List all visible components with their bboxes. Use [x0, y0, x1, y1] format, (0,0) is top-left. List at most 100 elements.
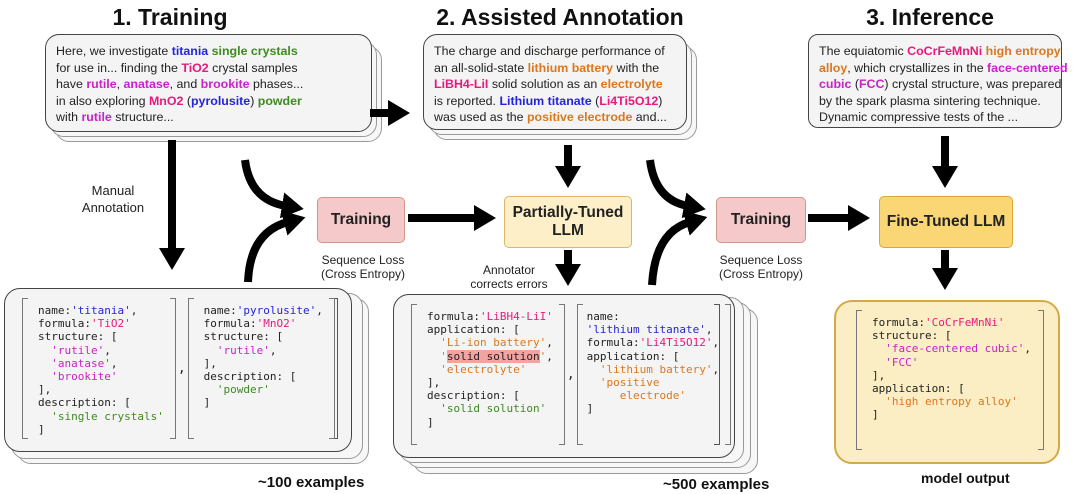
- text-line: have rutile, anatase, and brookite phase…: [56, 76, 303, 93]
- title-training: 1. Training: [112, 4, 228, 30]
- count-500-examples: ~500 examples: [663, 476, 770, 493]
- training-examples-box: name:'titania', formula: 'TiO2' structure: …: [4, 288, 352, 452]
- entity-highlight: TiO2: [181, 60, 209, 75]
- text-line: ]: [38, 423, 164, 436]
- entity-highlight: 'CoCrFeMnNi': [924, 316, 1005, 329]
- text-line: 'anatase',: [38, 357, 164, 370]
- text-segment: phases...: [249, 77, 304, 91]
- text-segment: ,: [130, 304, 138, 317]
- training-node-1: Training: [317, 197, 405, 243]
- text-segment: ],: [203, 356, 217, 370]
- entity-highlight: alloy: [819, 60, 848, 75]
- json-object: name:'pyrolusite',formula:'MnO2'structur…: [187, 298, 335, 439]
- text-segment: , and: [169, 77, 201, 91]
- json-object: name:'titania',formula:'TiO2'structure: …: [22, 298, 176, 439]
- text-line: by the spark plasma sintering technique.: [819, 93, 1068, 110]
- text-segment: description: [: [427, 389, 520, 403]
- text-line: 'solid solution': [427, 402, 553, 415]
- model-output-box: formula:'CoCrFeMnNi'structure: [ 'face-c…: [834, 300, 1060, 464]
- text-line: ]: [427, 416, 553, 429]
- text-line: The equiatomic CoCrFeMnNi high entropy: [819, 43, 1068, 60]
- text-line: description: [: [38, 396, 164, 409]
- entity-highlight: high entropy: [985, 44, 1061, 58]
- text-segment: ],: [427, 376, 441, 390]
- text-line: an all-solid-state lithium battery with …: [434, 60, 667, 77]
- sequence-loss-label-2: Sequence Loss (Cross Entropy): [718, 253, 804, 281]
- text-segment: ,: [316, 304, 323, 317]
- text-line: 'lithium titanate',: [587, 323, 719, 336]
- text-line: application: [: [587, 350, 719, 363]
- entity-highlight: single crystals: [211, 44, 298, 58]
- arrow-curve-examples-to-training: [244, 210, 306, 283]
- text-segment: formula:: [203, 317, 257, 331]
- entity-highlight: 'high entropy alloy': [872, 395, 1018, 409]
- text-segment: with: [56, 110, 82, 124]
- text-line: Dynamic compressive tests of the ...: [819, 109, 1068, 126]
- text-segment: ,: [705, 323, 713, 337]
- text-line: ],: [872, 369, 1032, 382]
- text-line: 'single crystals': [38, 410, 164, 423]
- text-segment: ]: [38, 422, 45, 436]
- text-line: ],: [38, 383, 164, 396]
- entity-highlight: rutile: [86, 77, 117, 91]
- text-line: name:'titania',: [38, 304, 164, 317]
- title-annotation: 2. Assisted Annotation: [436, 4, 684, 30]
- text-segment: ,: [546, 336, 553, 350]
- text-segment: name:: [38, 304, 72, 317]
- text-line: with rutile structure...: [56, 109, 303, 126]
- text-line: formula:'CoCrFeMnNi': [872, 316, 1032, 329]
- text-line: 'positive: [587, 376, 719, 389]
- text-line: description: [: [204, 370, 323, 383]
- text-segment: ,: [269, 343, 277, 357]
- entity-highlight: 'anatase': [38, 356, 111, 370]
- text-segment: with the: [613, 60, 660, 75]
- arrow-curve-passage2-to-training2: [646, 159, 706, 219]
- text-segment: ]: [427, 415, 434, 429]
- text-segment: have: [56, 77, 87, 91]
- text-segment: Dynamic compressive tests of the ...: [819, 110, 1019, 124]
- json-object: name:'lithium titanate',formula:'Li4Ti5O…: [576, 304, 732, 445]
- annotation-examples-box: formula:'LiBH4-LiI'application: [ 'Li-io…: [393, 294, 735, 458]
- text-line: 'Li-ion battery',: [427, 336, 553, 349]
- text-segment: (: [851, 77, 859, 91]
- text-line: is reported. Lithium titanate (Li4Ti5O12…: [434, 93, 667, 110]
- json-list: formula:'CoCrFeMnNi'structure: [ 'face-c…: [856, 310, 1044, 450]
- text-segment: ],: [38, 383, 52, 397]
- entity-highlight: 'rutile': [203, 343, 270, 357]
- entity-highlight: 'TiO2': [90, 317, 131, 331]
- entity-highlight: face-centered: [987, 60, 1068, 75]
- entity-highlight: 'powder': [203, 383, 270, 397]
- entity-highlight: 'titania': [71, 304, 131, 317]
- text-line: 'solid solution',: [427, 349, 553, 363]
- text-segment: Here, we investigate: [56, 44, 172, 58]
- entity-highlight: lithium battery: [527, 60, 614, 75]
- text-segment: , which crystallizes in the: [847, 60, 988, 75]
- text-segment: ]: [872, 408, 879, 422]
- text-segment: ): [250, 93, 258, 108]
- text-segment: (: [183, 93, 191, 108]
- training-passage: Here, we investigate titania single crys…: [46, 35, 313, 134]
- entity-highlight: CoCrFeMnNi: [907, 44, 983, 58]
- text-segment: ,: [116, 77, 124, 91]
- json-list: name:'titania', formula: 'TiO2' structure: …: [22, 298, 338, 439]
- text-segment: The charge and discharge performance of: [434, 44, 665, 58]
- entity-highlight: 'FCC': [872, 355, 919, 369]
- text-line: structure: [: [204, 330, 323, 343]
- annotation-passage: The charge and discharge performance of a…: [424, 35, 677, 134]
- text-segment: ,: [110, 356, 118, 370]
- text-line: 'FCC': [872, 356, 1032, 369]
- text-line: ]: [204, 396, 323, 409]
- text-line: name:'pyrolusite',: [204, 304, 323, 317]
- entity-highlight: positive electrode: [526, 110, 633, 124]
- annotation-passage-box: The charge and discharge performance of a…: [423, 34, 687, 130]
- text-line: for use in... finding the TiO2 crystal s…: [56, 60, 303, 77]
- entity-highlight: 'single crystals': [38, 409, 164, 423]
- text-segment: ]: [203, 396, 211, 410]
- entity-highlight: 'lithium battery': [586, 362, 713, 376]
- fine-tuned-llm-node: Fine-Tuned LLM: [879, 196, 1013, 248]
- text-segment: name:: [586, 310, 620, 323]
- json-list: formula:'LiBH4-LiI'application: [ 'Li-io…: [411, 304, 732, 445]
- partially-tuned-llm-node: Partially-Tuned LLM: [504, 196, 632, 248]
